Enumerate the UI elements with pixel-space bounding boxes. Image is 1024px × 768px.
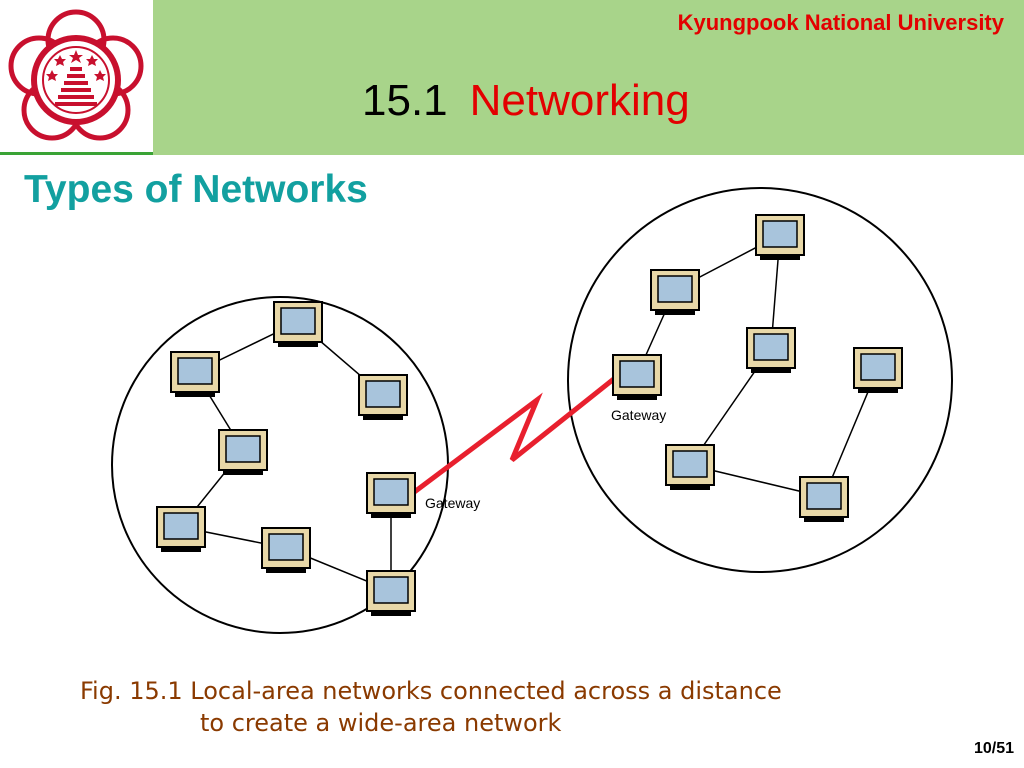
header-band — [153, 0, 1024, 155]
computer-icon — [170, 351, 220, 398]
computer-icon — [156, 506, 206, 553]
computer-icon — [261, 527, 311, 574]
computer-icon — [799, 476, 849, 523]
computer-icon — [273, 301, 323, 348]
caption-line-2: to create a wide-area network — [200, 709, 562, 737]
computer-icon — [853, 347, 903, 394]
wan-link — [411, 376, 617, 495]
computer-icon — [218, 429, 268, 476]
computer-icon — [650, 269, 700, 316]
lan-right-boundary — [567, 187, 953, 573]
computer-icon — [665, 444, 715, 491]
computer-icon — [358, 374, 408, 421]
gateway-label-left: Gateway — [425, 495, 480, 511]
computer-icon — [612, 354, 662, 401]
computer-icon — [755, 214, 805, 261]
computer-icon — [366, 570, 416, 617]
computer-icon — [366, 472, 416, 519]
caption-line-1: Fig. 15.1 Local-area networks connected … — [80, 677, 782, 705]
section-number: 15.1 — [362, 76, 448, 125]
page-title: 15.1 Networking — [362, 76, 690, 126]
university-seal-icon — [8, 9, 144, 141]
figure-caption: Fig. 15.1 Local-area networks connected … — [80, 675, 782, 739]
gateway-label-right: Gateway — [611, 407, 666, 423]
page-number: 10/51 — [973, 740, 1014, 757]
header-rule — [0, 152, 153, 155]
section-title: Networking — [469, 76, 690, 125]
computer-icon — [746, 327, 796, 374]
university-name: Kyungpook National University — [677, 10, 1004, 35]
slide-heading: Types of Networks — [24, 168, 368, 211]
